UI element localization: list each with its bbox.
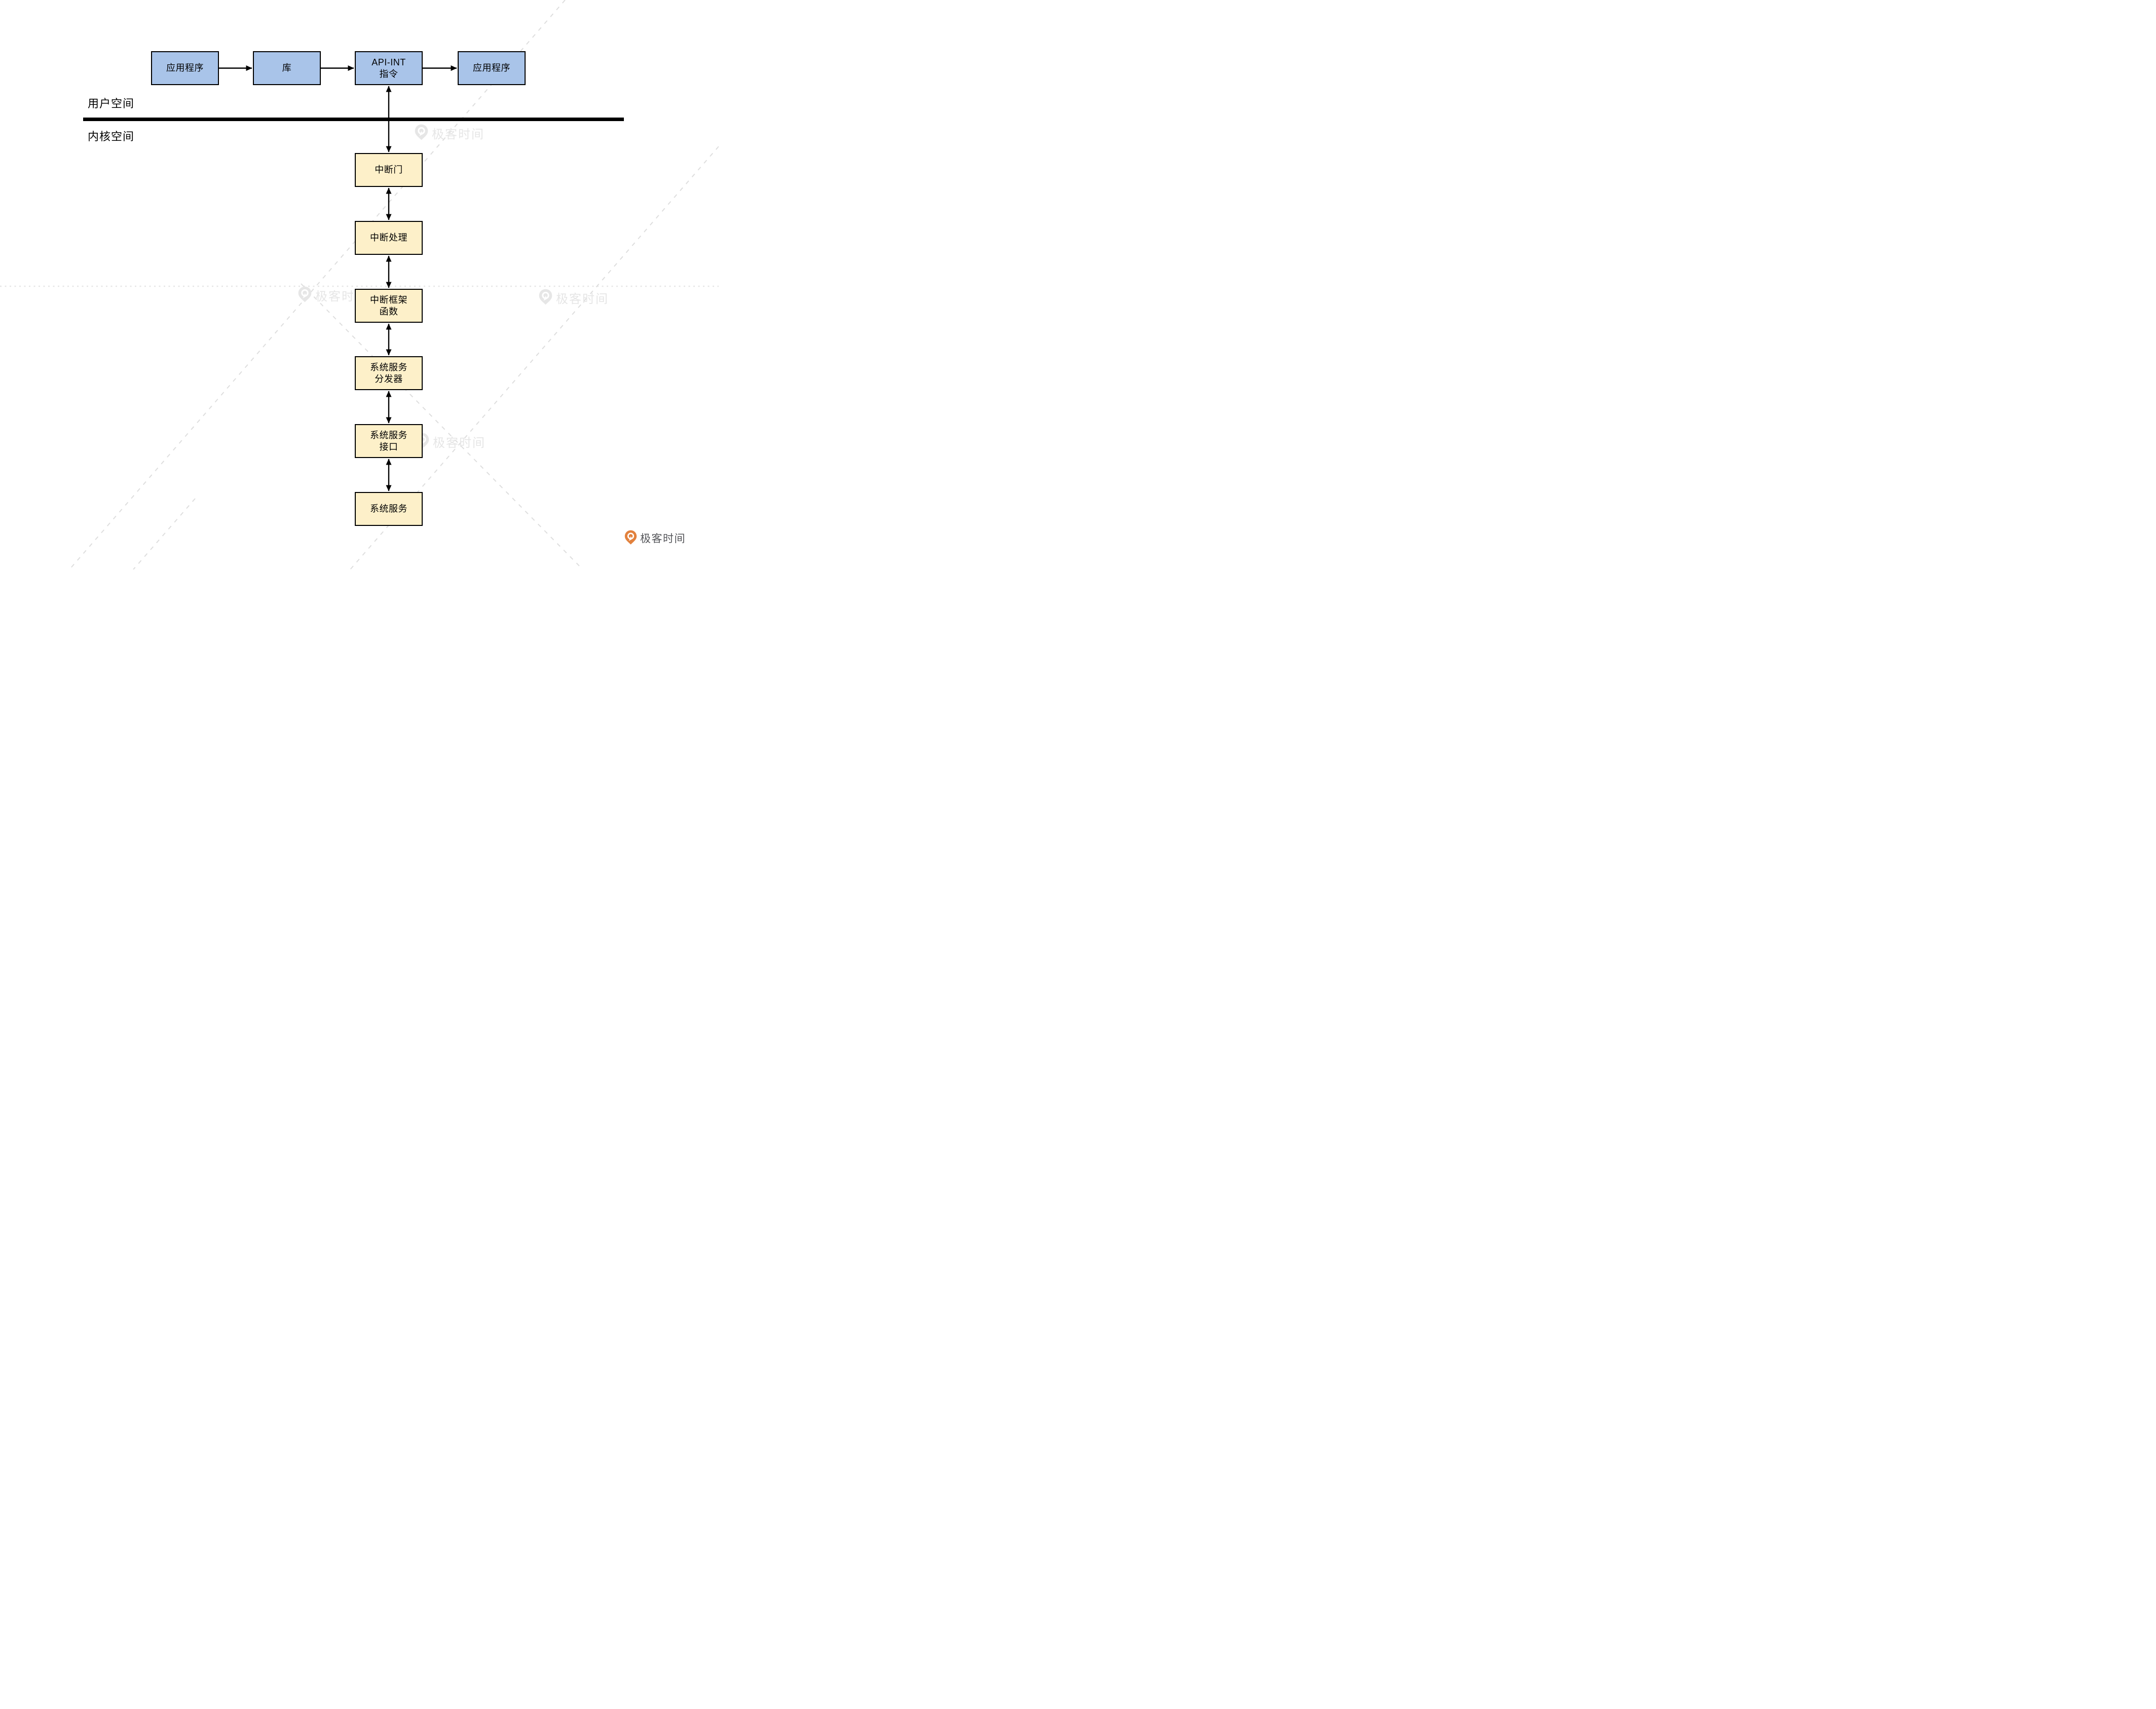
diagram-overlay bbox=[0, 0, 719, 569]
kernel-box-interrupt-framework-function: 中断框架 函数 bbox=[355, 289, 423, 323]
watermark-geektime-bottom: 极客时间 bbox=[416, 433, 486, 450]
kernel-box-system-service: 系统服务 bbox=[355, 492, 423, 526]
watermark-diagonal-4 bbox=[301, 283, 583, 569]
watermark-text: 极客时间 bbox=[432, 128, 485, 141]
watermark-geektime-top: 极客时间 bbox=[415, 124, 485, 142]
user-kernel-separator-line bbox=[83, 118, 624, 121]
geektime-pin-icon bbox=[624, 530, 637, 545]
kernel-box-system-service-dispatcher: 系统服务 分发器 bbox=[355, 356, 423, 390]
watermark-text: 极客时间 bbox=[556, 292, 609, 306]
watermark-text: 极客时间 bbox=[433, 436, 486, 450]
kernel-box-interrupt-handler: 中断处理 bbox=[355, 221, 423, 255]
kernel-box-interrupt-gate: 中断门 bbox=[355, 153, 423, 187]
geektime-pin-icon bbox=[539, 289, 552, 306]
geektime-pin-icon bbox=[298, 286, 312, 303]
user-flow-box-api-int-instruction: API-INT 指令 bbox=[355, 51, 423, 85]
diagram-canvas: 极客时间 极客时间 极客时间 极客时间 应用程序 库 API-INT 指令 应用… bbox=[0, 0, 719, 569]
watermark-geektime-middle-right: 极客时间 bbox=[539, 289, 609, 307]
brand-text: 极客时间 bbox=[640, 533, 686, 545]
watermark-diagonal-3 bbox=[133, 498, 196, 569]
geektime-pin-icon bbox=[415, 124, 428, 141]
kernel-space-label: 内核空间 bbox=[88, 130, 135, 143]
user-flow-box-application-1: 应用程序 bbox=[151, 51, 219, 85]
geektime-brand-logo: 极客时间 bbox=[624, 530, 686, 546]
user-flow-box-library: 库 bbox=[253, 51, 321, 85]
user-space-label: 用户空间 bbox=[88, 97, 135, 110]
watermark-diagonal-1 bbox=[69, 0, 566, 569]
user-flow-box-application-2: 应用程序 bbox=[458, 51, 526, 85]
kernel-box-system-service-interface: 系统服务 接口 bbox=[355, 424, 423, 458]
